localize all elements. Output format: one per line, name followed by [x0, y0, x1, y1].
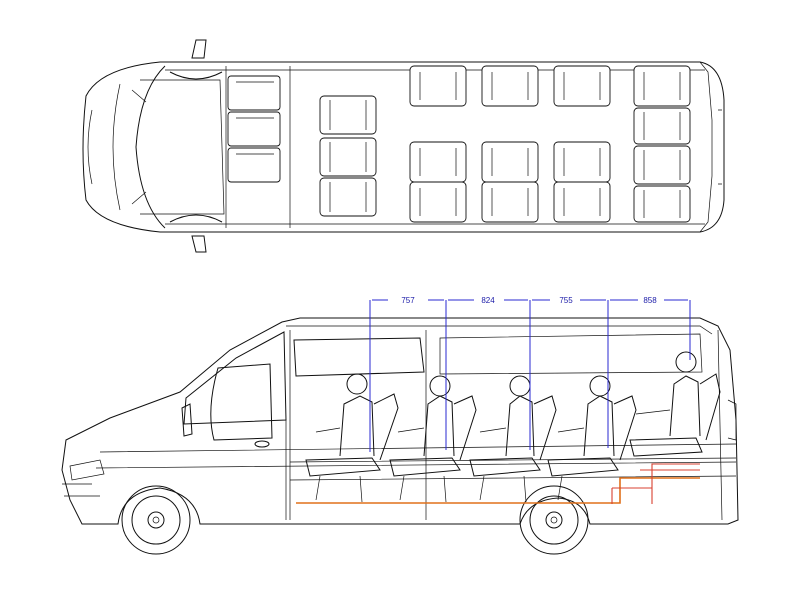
top-view-seat-rows-bottom	[409, 141, 691, 223]
side-view: 757 824 755 858	[61, 296, 739, 555]
top-view-windshield	[169, 71, 223, 223]
dimension-label-1: 757	[401, 296, 415, 305]
top-view-hood	[135, 65, 166, 229]
top-view	[82, 39, 725, 253]
side-view-seat-4	[547, 375, 637, 501]
top-view-mirror-left	[191, 39, 207, 59]
dimension-label-3: 755	[559, 296, 573, 305]
side-view-mirror	[181, 403, 193, 437]
top-view-seat-row-1	[319, 95, 377, 217]
top-view-seat-cushions	[236, 72, 681, 218]
side-view-floor-rail	[296, 477, 700, 504]
side-view-driver-window	[210, 363, 273, 441]
top-view-front-seats	[227, 75, 281, 183]
side-view-dimension-lines	[369, 299, 691, 452]
side-view-seat-5	[629, 351, 721, 457]
dimension-label-4: 858	[643, 296, 657, 305]
side-view-door-handle	[254, 440, 270, 448]
top-view-mirror-right	[191, 235, 207, 253]
side-view-front-wheel	[121, 485, 191, 555]
side-view-seat-2	[389, 375, 477, 503]
side-view-seat-3	[469, 375, 557, 503]
side-view-rear-wheel	[519, 485, 589, 555]
side-view-seat-1	[305, 373, 399, 503]
dimension-label-2: 824	[481, 296, 495, 305]
top-view-seat-row-top	[409, 65, 691, 145]
top-view-body-outline	[82, 61, 725, 233]
side-view-dimension-labels: 757 824 755 858	[401, 296, 657, 305]
side-view-body-outline	[61, 317, 739, 525]
side-view-windshield	[183, 331, 287, 425]
side-view-side-windows	[293, 337, 425, 377]
side-view-rear-frame	[611, 463, 700, 504]
